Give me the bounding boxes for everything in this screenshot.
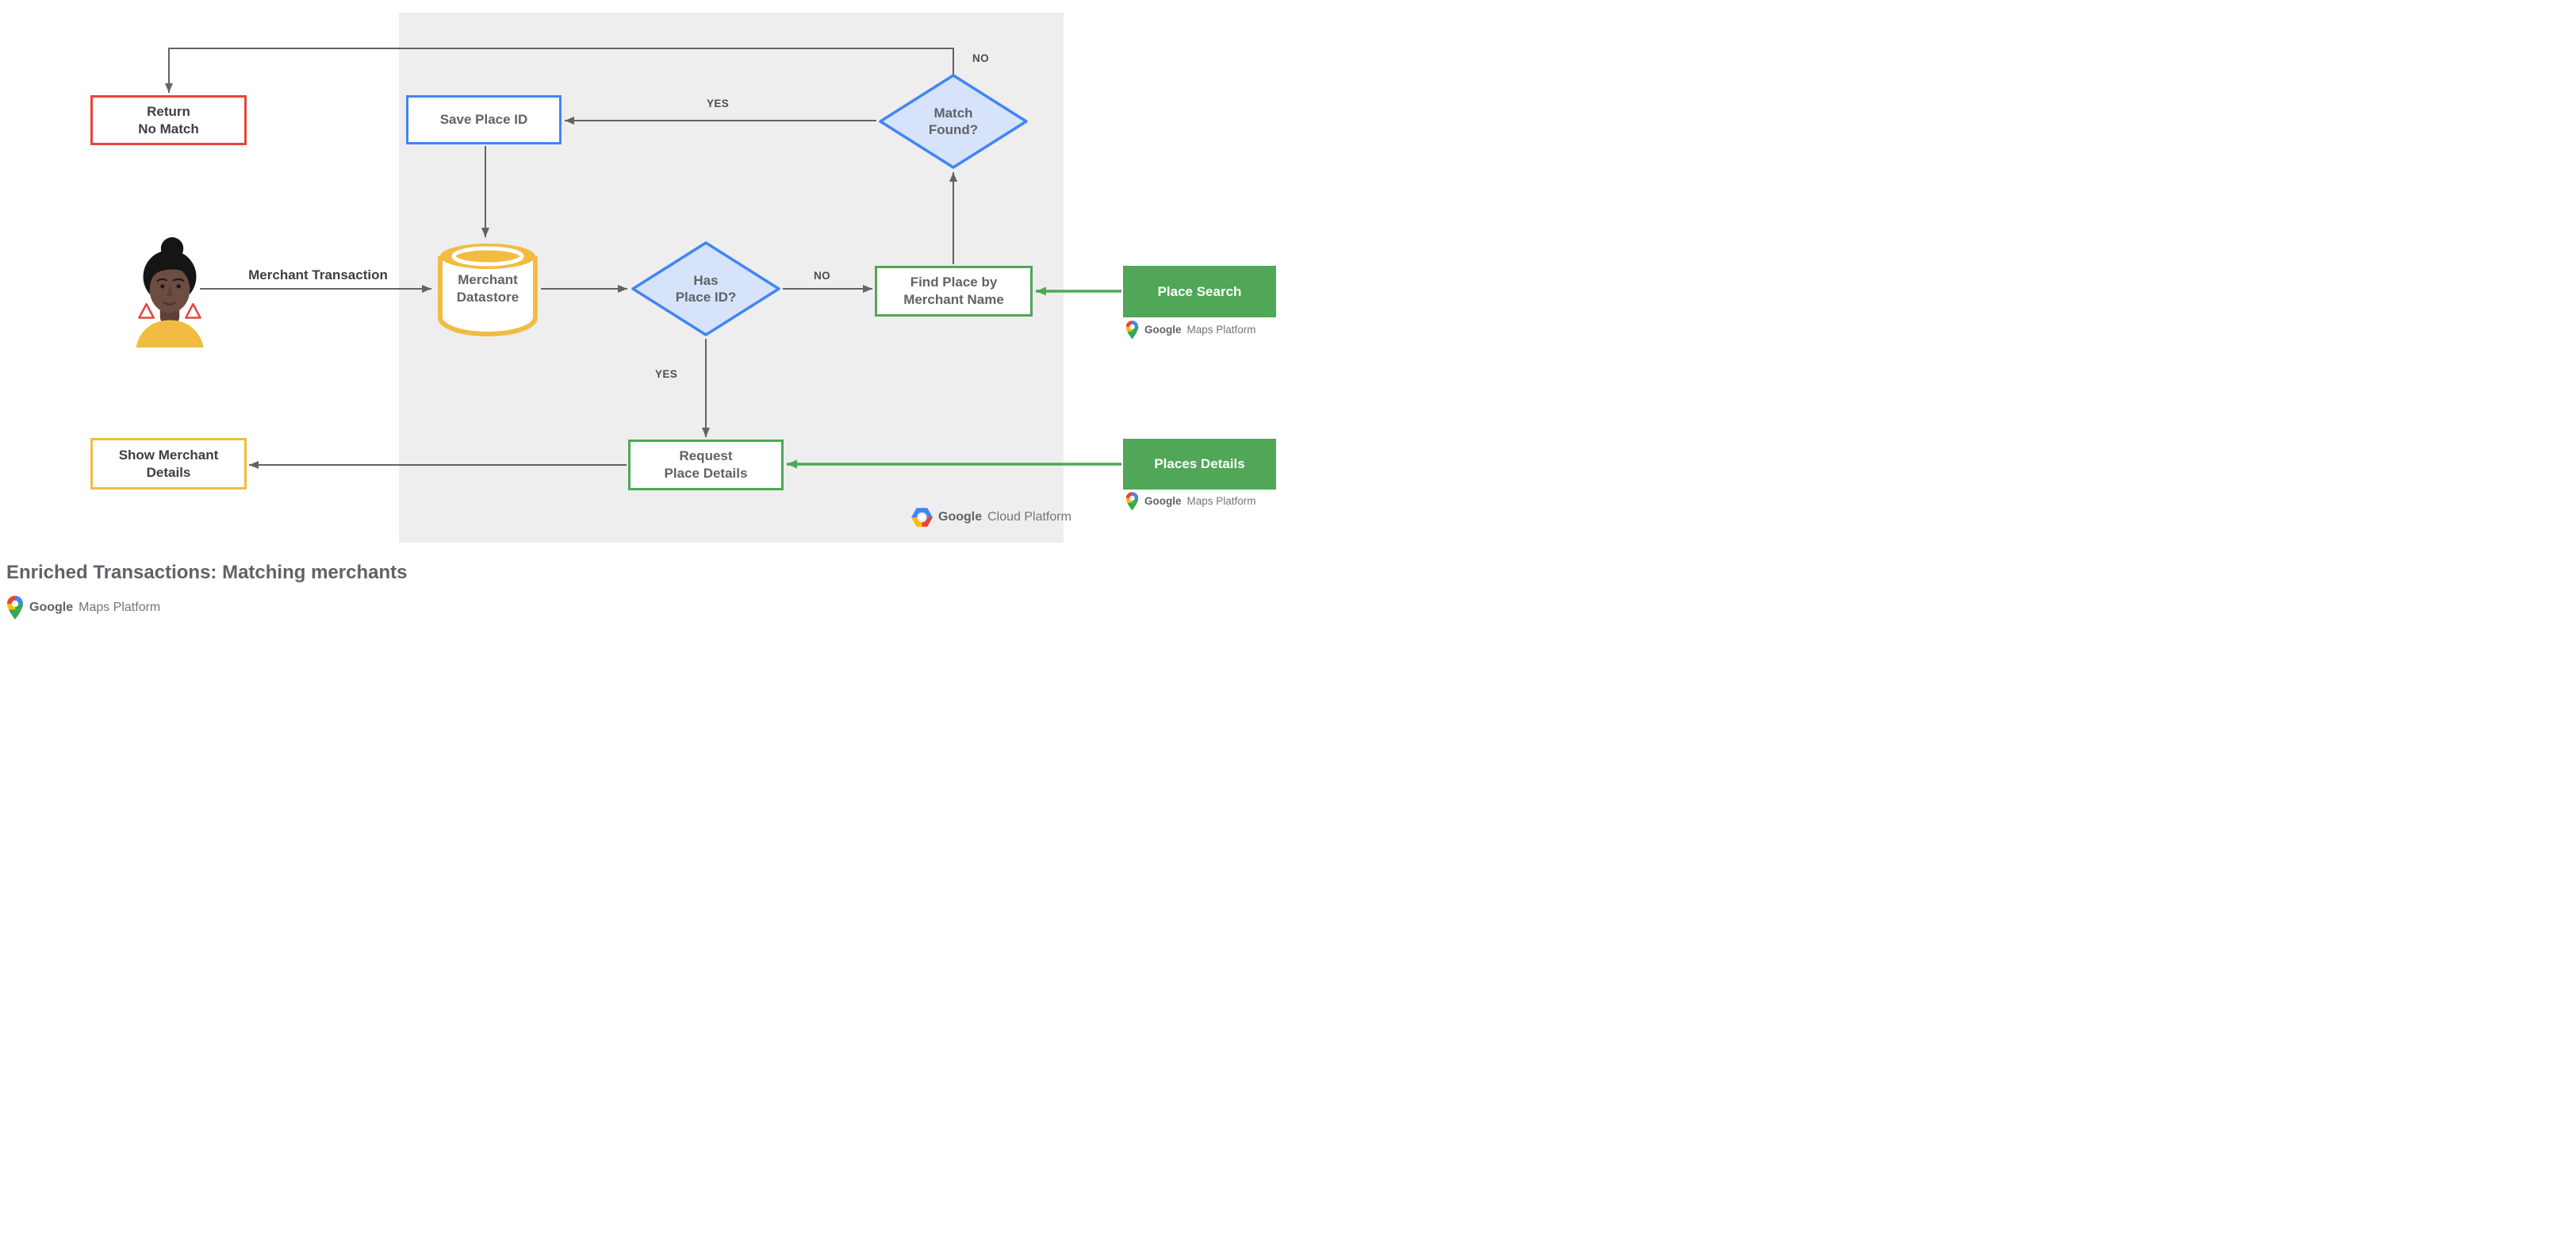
node-label: Has — [693, 272, 719, 288]
diamond-shape — [879, 74, 1028, 169]
brand-google: Google — [29, 600, 74, 614]
node-match-found: Match Found? — [878, 73, 1029, 170]
brand-product: Maps Platform — [1186, 324, 1256, 336]
node-place-search-api: Place Search — [1123, 266, 1276, 317]
datastore-cylinder-icon — [438, 244, 538, 337]
brand-google: Google — [938, 510, 983, 524]
maps-pin-icon — [1125, 492, 1139, 511]
brand-product: Maps Platform — [1186, 495, 1256, 507]
node-label: Show Merchant — [118, 447, 219, 463]
node-label: Match — [933, 105, 973, 121]
google-maps-platform-logo: Google Maps Platform — [1125, 491, 1256, 511]
node-label: Place ID? — [675, 290, 737, 305]
node-label: Details — [146, 464, 191, 480]
maps-pin-icon — [6, 595, 24, 620]
diagram-title: Enriched Transactions: Matching merchant… — [6, 562, 408, 583]
node-save-place-id: Save Place ID — [406, 95, 562, 144]
edge-label-yes: YES — [707, 98, 730, 109]
node-label: Datastore — [456, 290, 519, 305]
node-find-place-by-merchant-name: Find Place by Merchant Name — [875, 266, 1033, 317]
edge-label-no: NO — [814, 270, 831, 282]
google-cloud-platform-logo: Google Cloud Platform — [911, 508, 1071, 527]
edge-label-yes: YES — [655, 368, 678, 380]
node-has-place-id: Has Place ID? — [631, 240, 781, 337]
node-label: Places Details — [1154, 456, 1245, 472]
node-label: No Match — [138, 121, 199, 136]
node-label: Request — [679, 448, 733, 464]
diamond-shape — [631, 241, 780, 336]
node-return-no-match: Return No Match — [90, 95, 247, 145]
user-avatar — [136, 237, 204, 348]
node-label: Save Place ID — [439, 112, 528, 128]
brand-product: Cloud Platform — [987, 510, 1071, 524]
maps-pin-icon — [1125, 321, 1139, 340]
node-places-details-api: Places Details — [1123, 439, 1276, 490]
brand-google: Google — [1144, 495, 1182, 507]
node-request-place-details: Request Place Details — [628, 440, 784, 490]
edge-label-no: NO — [972, 52, 990, 64]
node-show-merchant-details: Show Merchant Details — [90, 438, 247, 490]
flowchart-canvas: Return No Match Save Place ID Match Foun… — [0, 0, 1288, 626]
node-label: Return — [147, 103, 190, 119]
node-merchant-datastore: Merchant Datastore — [436, 240, 539, 338]
node-label: Found? — [928, 122, 979, 137]
node-label: Merchant — [458, 272, 518, 287]
node-label: Place Search — [1157, 283, 1242, 299]
brand-google: Google — [1144, 324, 1182, 336]
node-label: Find Place by — [910, 275, 998, 290]
google-maps-platform-logo: Google Maps Platform — [6, 595, 160, 620]
node-label: Place Details — [664, 466, 748, 481]
merchant-transaction-label: Merchant Transaction — [248, 267, 388, 282]
brand-product: Maps Platform — [79, 600, 161, 614]
node-label: Merchant Name — [903, 292, 1004, 307]
cloud-hexagon-icon — [911, 508, 933, 527]
google-maps-platform-logo: Google Maps Platform — [1125, 320, 1256, 340]
